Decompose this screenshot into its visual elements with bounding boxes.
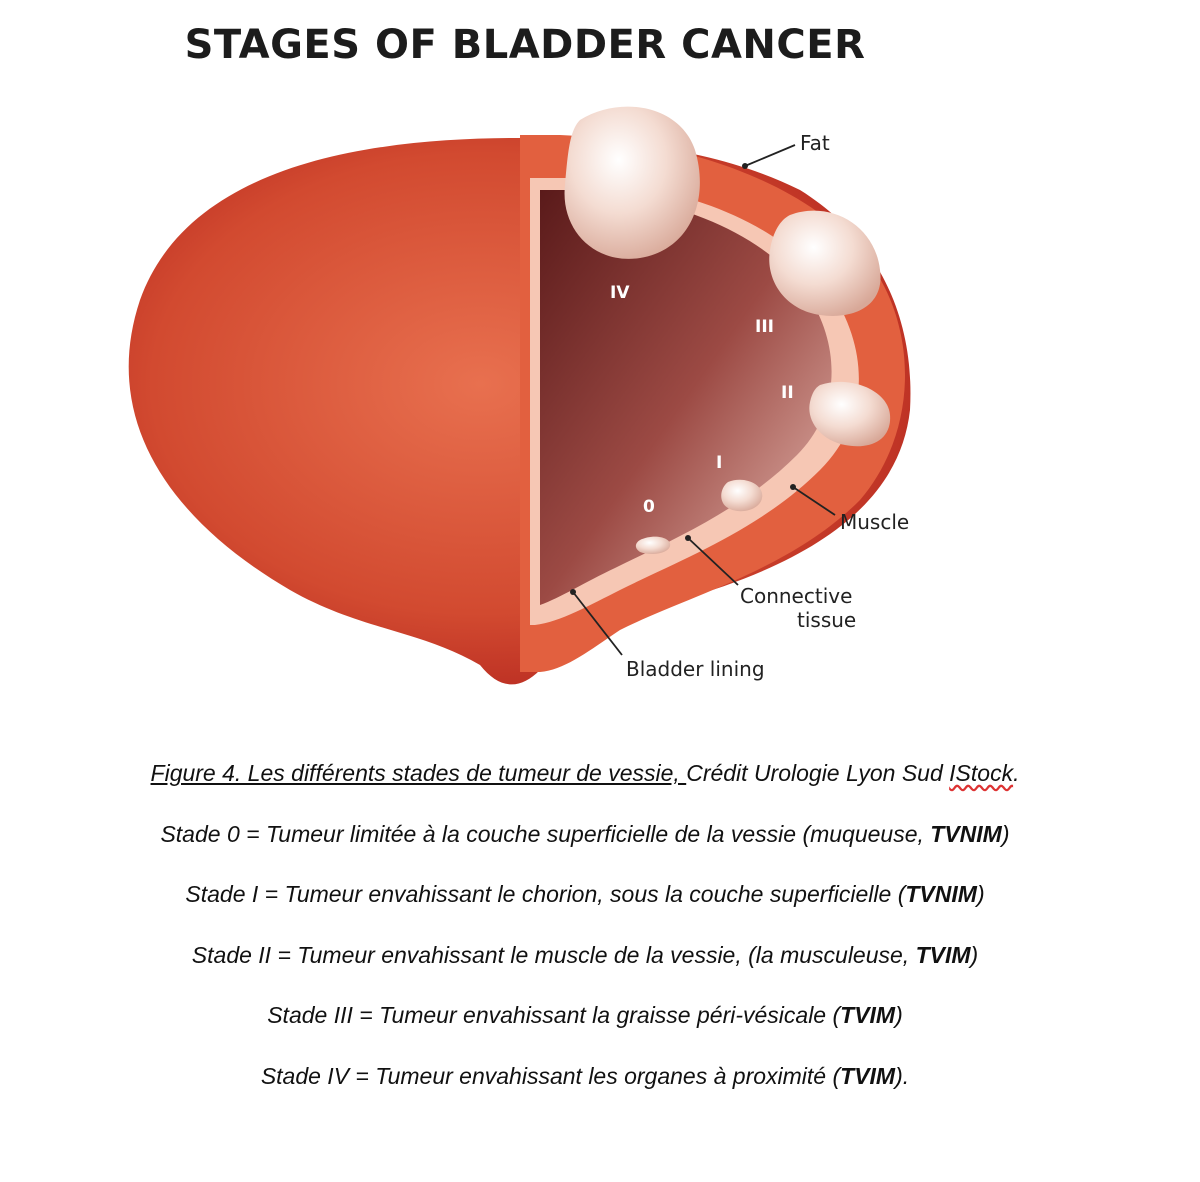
fat-label: Fat (800, 131, 830, 155)
stage-4-class: TVIM (840, 1063, 896, 1089)
stage-3-class: TVIM (840, 1002, 896, 1028)
stage-marker-2: II (781, 383, 794, 403)
stage-0-description: Stade 0 = Tumeur limitée à la couche sup… (0, 821, 1170, 848)
connective-leader-line (687, 537, 739, 586)
tumor-stage-3 (769, 210, 881, 316)
diagram-title: STAGES OF BLADDER CANCER (184, 22, 866, 68)
stage-4-text: Stade IV = Tumeur envahissant les organe… (260, 1063, 841, 1089)
tumor-stage-4 (564, 106, 700, 259)
stage-3-end: ) (895, 1002, 903, 1028)
stage-0-class: TVNIM (930, 821, 1002, 847)
stage-2-description: Stade II = Tumeur envahissant le muscle … (0, 942, 1170, 969)
bladder-illustration: IV III II I 0 Fat Muscle Connective tiss… (128, 106, 911, 685)
fat-leader-line (744, 144, 796, 167)
lining-label: Bladder lining (626, 657, 765, 681)
stage-4-description: Stade IV = Tumeur envahissant les organe… (0, 1063, 1170, 1090)
stage-2-class: TVIM (915, 942, 971, 968)
stage-2-text: Stade II = Tumeur envahissant le muscle … (191, 942, 916, 968)
figure-caption-end: . (1013, 760, 1020, 786)
stage-marker-4: IV (610, 283, 630, 303)
stage-1-description: Stade I = Tumeur envahissant le chorion,… (0, 881, 1170, 908)
stage-marker-0: 0 (643, 497, 655, 517)
stage-3-description: Stade III = Tumeur envahissant la graiss… (0, 1002, 1170, 1029)
muscle-leader-line (792, 486, 836, 516)
tumor-stage-0 (635, 536, 671, 554)
stage-4-end: ). (895, 1063, 910, 1089)
stage-1-class: TVNIM (905, 881, 977, 907)
tumor-stage-2 (809, 381, 891, 447)
muscle-label: Muscle (840, 510, 909, 534)
figure-caption-istock: IStock (949, 760, 1014, 786)
stage-marker-3: III (755, 317, 774, 337)
lining-leader-line (572, 591, 623, 656)
stage-0-text: Stade 0 = Tumeur limitée à la couche sup… (160, 821, 931, 847)
connective-label-line1: Connective (740, 584, 852, 608)
stage-1-end: ) (976, 881, 985, 907)
tumor-stage-1 (721, 479, 763, 512)
stage-0-end: ) (1001, 821, 1010, 847)
stage-3-text: Stade III = Tumeur envahissant la graiss… (267, 1002, 841, 1028)
connective-label-line2: tissue (797, 608, 856, 632)
figure-caption-credit: Crédit Urologie Lyon Sud (686, 760, 950, 786)
stage-2-end: ) (970, 942, 979, 968)
bladder-lumen (540, 190, 832, 605)
stage-1-text: Stade I = Tumeur envahissant le chorion,… (185, 881, 906, 907)
figure-caption: Figure 4. Les différents stades de tumeu… (0, 760, 1170, 787)
figure-caption-main: Figure 4. Les différents stades de tumeu… (150, 760, 687, 786)
stage-marker-1: I (716, 453, 722, 473)
